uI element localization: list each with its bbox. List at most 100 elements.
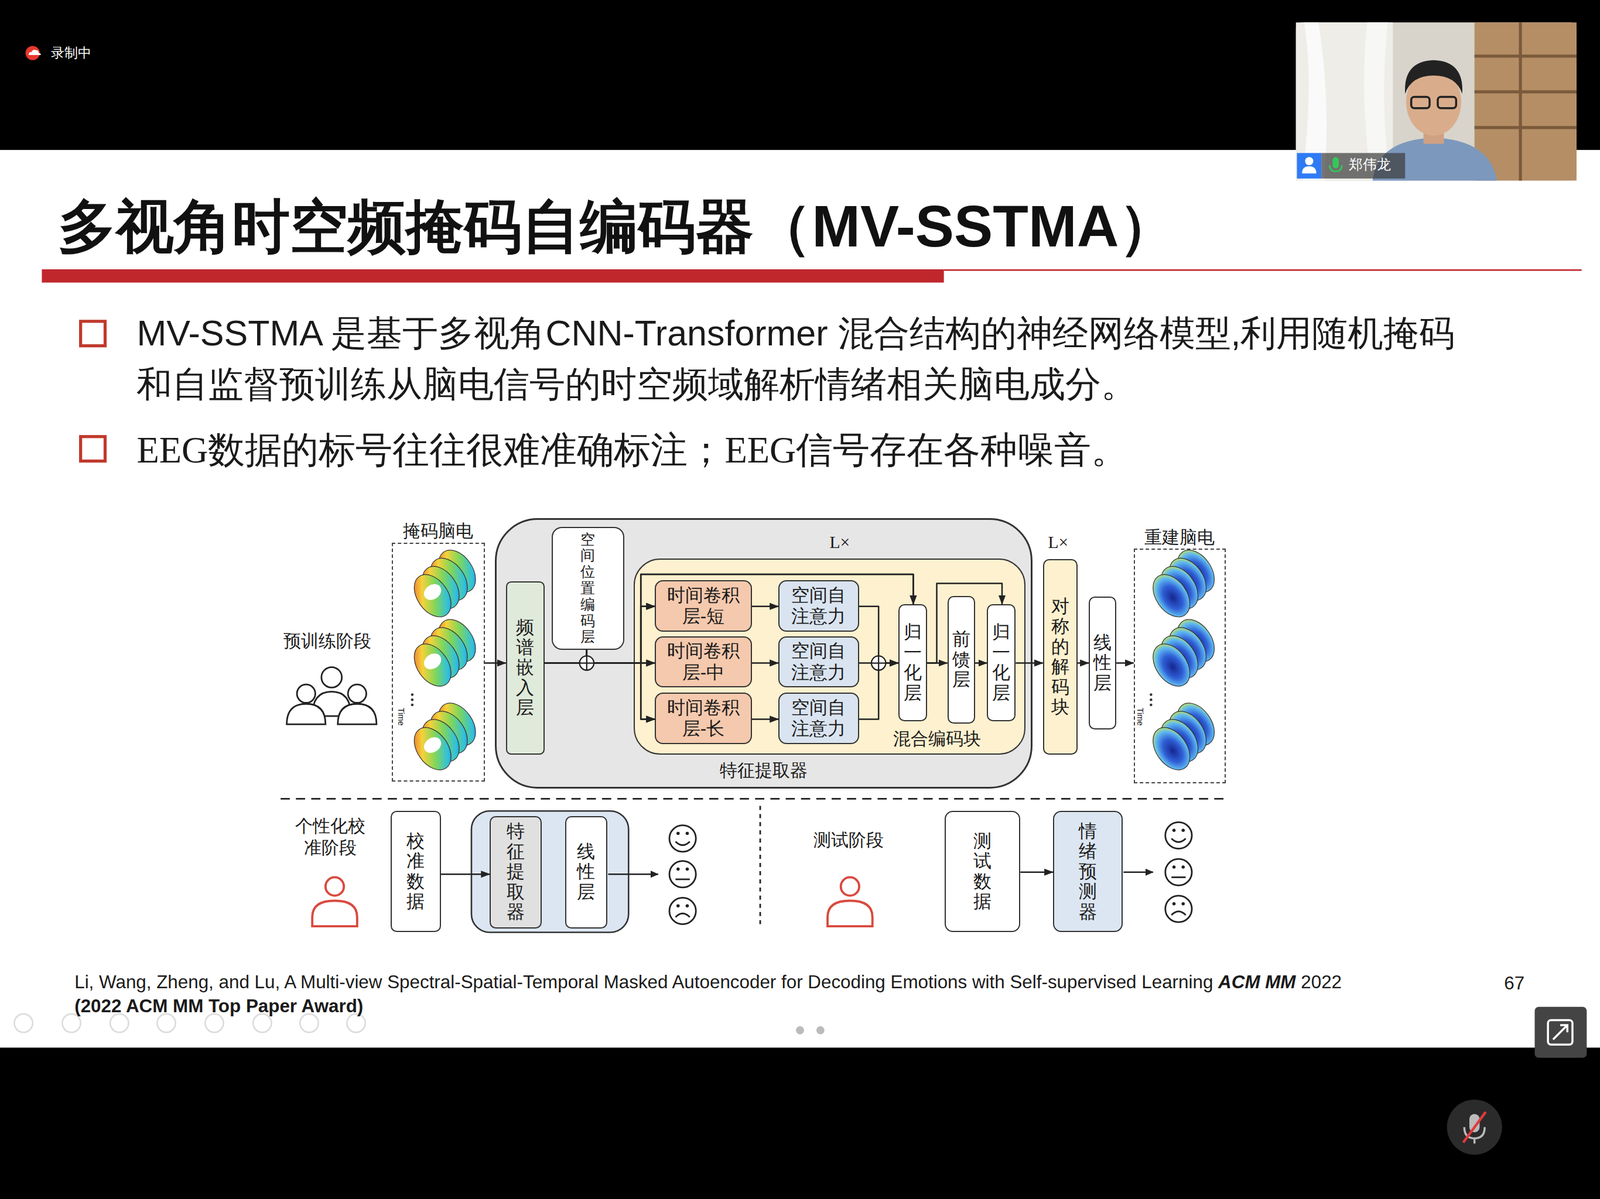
repeat-label: L× bbox=[829, 532, 851, 553]
eeg-map bbox=[1145, 720, 1198, 778]
connector-arrow bbox=[751, 606, 779, 608]
connector-arrow bbox=[484, 662, 507, 665]
emotion-face bbox=[1171, 838, 1186, 843]
recording-icon bbox=[25, 45, 41, 60]
module-group: 特征提取器频谱嵌入层空间位置编码层混合编码块时间卷积层-短空间自注意力时间卷积层… bbox=[494, 518, 1033, 789]
node-label: 归一化层 bbox=[903, 622, 922, 704]
user-icon bbox=[325, 877, 344, 896]
axis-label-wrap: Time bbox=[396, 708, 406, 726]
layer-box: 前馈层 bbox=[947, 596, 976, 724]
webcam-tile bbox=[1297, 152, 1322, 179]
recording-icon bbox=[28, 49, 41, 56]
emotion-face bbox=[685, 904, 690, 908]
node-label: 前馈层 bbox=[951, 629, 970, 690]
slide-ground bbox=[0, 149, 1600, 1048]
eeg-map bbox=[406, 568, 459, 625]
node-label: 情绪预测器 bbox=[1078, 821, 1097, 923]
citation: Li, Wang, Zheng, and Lu, A Multi-view Sp… bbox=[74, 972, 1213, 993]
ellipsis-dots bbox=[411, 693, 415, 697]
player-toolbar bbox=[204, 1014, 224, 1033]
webcam-tile bbox=[1474, 22, 1577, 181]
fullscreen-button bbox=[1547, 1020, 1573, 1045]
conv-box: 时间卷积层-中 bbox=[654, 636, 752, 689]
eeg-map bbox=[1145, 568, 1198, 625]
ellipsis-dots bbox=[1149, 693, 1153, 697]
title-rule bbox=[41, 269, 944, 283]
layer-box: 归一化层 bbox=[898, 604, 928, 722]
eeg-map bbox=[406, 637, 459, 694]
data-box: 校准数据 bbox=[390, 811, 441, 933]
axis-label: Time bbox=[396, 708, 406, 726]
eeg-map bbox=[1145, 720, 1198, 778]
layer-box: 对称的解码块 bbox=[1043, 559, 1078, 756]
emotion-face bbox=[675, 879, 690, 881]
mask-patch bbox=[421, 734, 445, 757]
user-icon bbox=[312, 877, 873, 927]
bullet-square bbox=[80, 321, 106, 347]
connector-arrow bbox=[544, 574, 914, 664]
layer-box: 空间位置编码层 bbox=[551, 527, 625, 651]
eeg-map bbox=[1145, 637, 1198, 694]
connector-arrow bbox=[859, 606, 899, 664]
emotion-face bbox=[669, 822, 1192, 925]
webcam-tile bbox=[1404, 60, 1463, 94]
connector-arrow bbox=[586, 650, 656, 664]
slide-title: 多视角时空频掩码自编码器（MV-SSTMA） bbox=[57, 187, 1177, 267]
emotion-face bbox=[1171, 911, 1186, 916]
label-wrap: 重建脑电 bbox=[1134, 525, 1225, 550]
node-label: 空间自注意力 bbox=[783, 697, 855, 740]
emotion-face bbox=[676, 832, 680, 836]
bullet-square bbox=[80, 436, 106, 462]
participant-name-wrap: 郑伟龙 bbox=[1348, 155, 1391, 174]
citation-wrap: Li, Wang, Zheng, and Lu, A Multi-view Sp… bbox=[74, 972, 1342, 994]
node-label: 空间自注意力 bbox=[783, 640, 855, 683]
connector-arrow bbox=[586, 650, 656, 720]
webcam-tile bbox=[1474, 22, 1577, 181]
status-text: 录制中 bbox=[50, 43, 92, 63]
emotion-face bbox=[1181, 829, 1185, 833]
page-number-wrap: 67 bbox=[1503, 973, 1525, 995]
stage-divider bbox=[759, 805, 762, 925]
title-rule bbox=[41, 269, 1582, 283]
emotion-face bbox=[1165, 859, 1192, 886]
emotion-face bbox=[1172, 865, 1176, 870]
award-note: (2022 ACM MM Top Paper Award) bbox=[74, 996, 364, 1018]
webcam-tile bbox=[1411, 97, 1430, 109]
webcam-tile bbox=[1296, 22, 1577, 181]
axis-label-wrap: Time bbox=[1135, 708, 1145, 726]
predictor-box: 情绪预测器 bbox=[1053, 811, 1123, 933]
node-label: 频谱嵌入层 bbox=[515, 617, 535, 719]
layer-box: 频谱嵌入层 bbox=[506, 581, 545, 755]
mute-button bbox=[1447, 1099, 1503, 1155]
attention-box: 空间自注意力 bbox=[778, 692, 860, 745]
stage-label: 个性化校准阶段 bbox=[293, 815, 367, 859]
title-rule bbox=[944, 269, 1582, 272]
eeg-map bbox=[1145, 637, 1198, 694]
stage-label: 预训练阶段 bbox=[283, 629, 372, 654]
output-arrow bbox=[607, 872, 1153, 875]
node-label: 特征提取器 bbox=[506, 821, 525, 923]
node-label: 时间卷积层-短 bbox=[659, 585, 748, 628]
people-icon bbox=[321, 667, 343, 689]
user-icon bbox=[312, 901, 358, 928]
emotion-face bbox=[1171, 876, 1186, 879]
stage-label-wrap: 测试阶段 bbox=[813, 828, 884, 853]
bullet-text-wrap: EEG数据的标号往往很难准确标注；EEG信号存在各种噪音。 bbox=[136, 425, 1128, 476]
user-icon bbox=[827, 901, 873, 928]
stage-label-wrap: 个性化校准阶段 bbox=[293, 815, 367, 859]
webcam-tile bbox=[1437, 97, 1456, 109]
connector-arrow bbox=[1116, 662, 1134, 665]
player-toolbar bbox=[62, 1014, 81, 1033]
emotion-face bbox=[676, 867, 680, 872]
people-icon bbox=[286, 703, 326, 725]
sum-junction bbox=[871, 655, 886, 670]
connector-arrow bbox=[440, 873, 491, 876]
connector-arrow bbox=[751, 718, 779, 721]
player-toolbar bbox=[14, 1014, 33, 1033]
data-box: 测试数据 bbox=[944, 811, 1021, 933]
connector-arrow bbox=[586, 574, 914, 664]
connector-arrow bbox=[859, 663, 899, 720]
connector-arrow bbox=[927, 583, 1003, 664]
node-label: 线性层 bbox=[1093, 633, 1112, 694]
